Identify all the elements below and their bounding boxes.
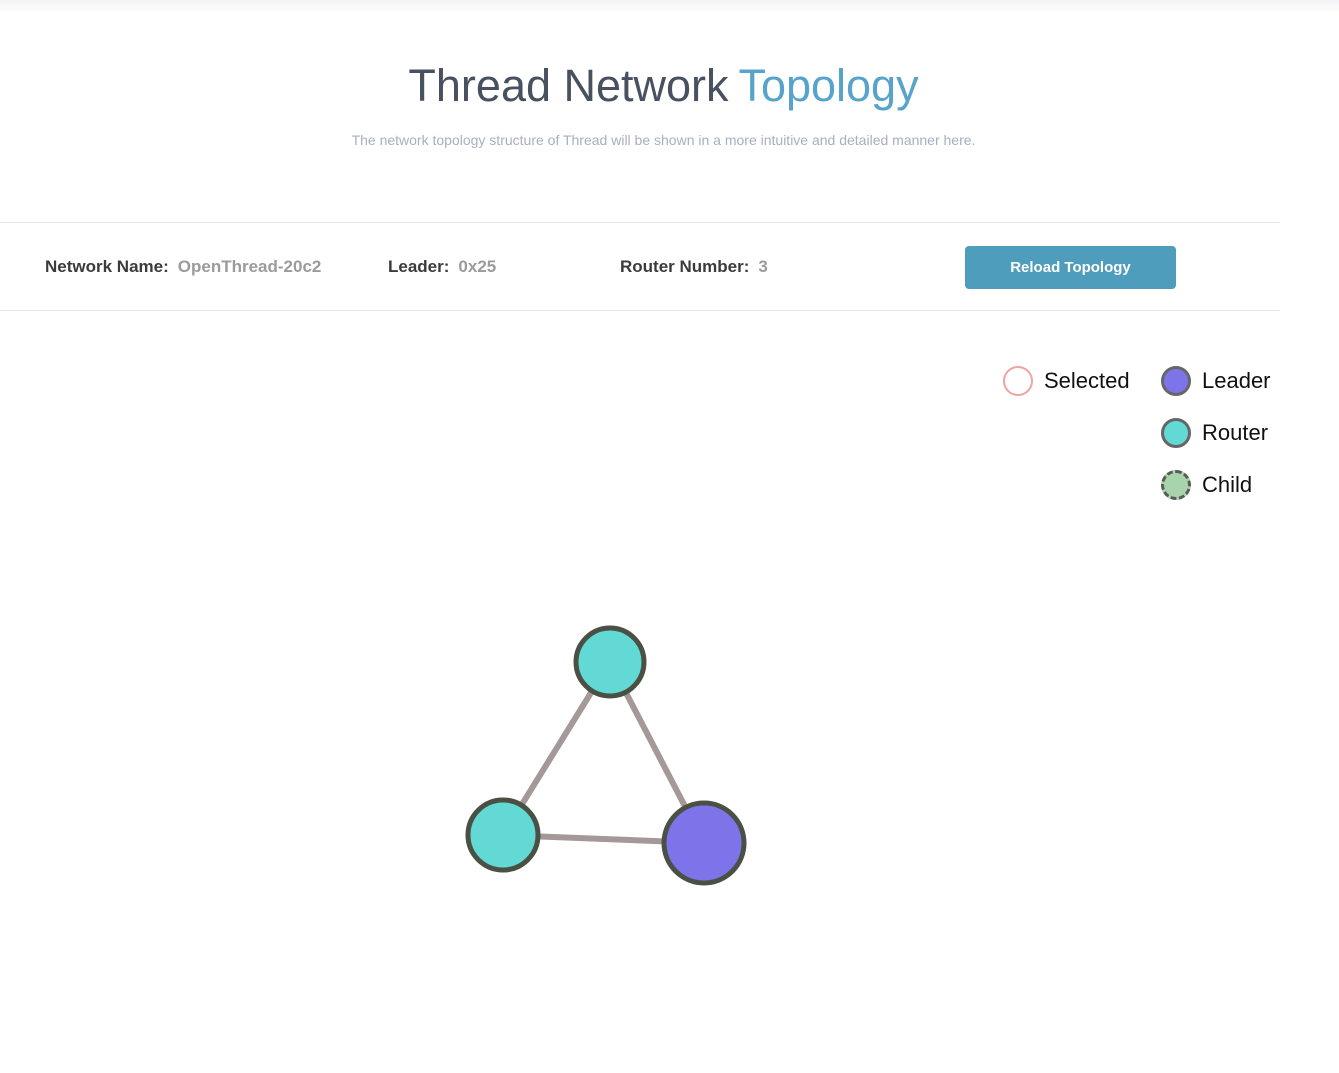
router-number-value: 3 [758, 256, 768, 276]
topology-node-router[interactable] [465, 797, 541, 873]
legend-item-leader: Leader [1161, 366, 1271, 396]
top-edge-shadow [0, 0, 1339, 14]
leader-swatch-icon [1161, 366, 1191, 396]
topology-node-router[interactable] [573, 625, 647, 699]
page-subtitle: The network topology structure of Thread… [351, 131, 976, 148]
router-number-label: Router Number: [620, 256, 750, 276]
router-swatch-icon [1161, 418, 1191, 448]
legend-item-selected: Selected [1003, 366, 1130, 396]
reload-topology-button[interactable]: Reload Topology [965, 246, 1176, 289]
legend-leader-label: Leader [1202, 368, 1271, 393]
legend-child-label: Child [1202, 472, 1253, 497]
network-name-label: Network Name: [45, 256, 169, 276]
network-name-value: OpenThread-20c2 [177, 256, 322, 276]
page-title-accent: Topology [738, 60, 919, 111]
page-title-primary: Thread Network [408, 60, 729, 111]
network-info-bar: Network Name: OpenThread-20c2 Leader: 0x… [0, 222, 1280, 311]
topology-node-leader[interactable] [661, 800, 747, 886]
legend-selected-label: Selected [1044, 368, 1130, 393]
info-field-router-number: Router Number: 3 [620, 223, 768, 310]
legend-router-label: Router [1202, 420, 1269, 445]
legend-item-child: Child [1161, 470, 1252, 500]
leader-value: 0x25 [458, 256, 497, 276]
info-field-leader: Leader: 0x25 [388, 223, 496, 310]
selected-swatch-icon [1003, 366, 1033, 396]
legend-item-router: Router [1161, 418, 1268, 448]
info-field-network-name: Network Name: OpenThread-20c2 [45, 223, 321, 310]
leader-label: Leader: [388, 256, 450, 276]
child-swatch-icon [1161, 470, 1191, 500]
